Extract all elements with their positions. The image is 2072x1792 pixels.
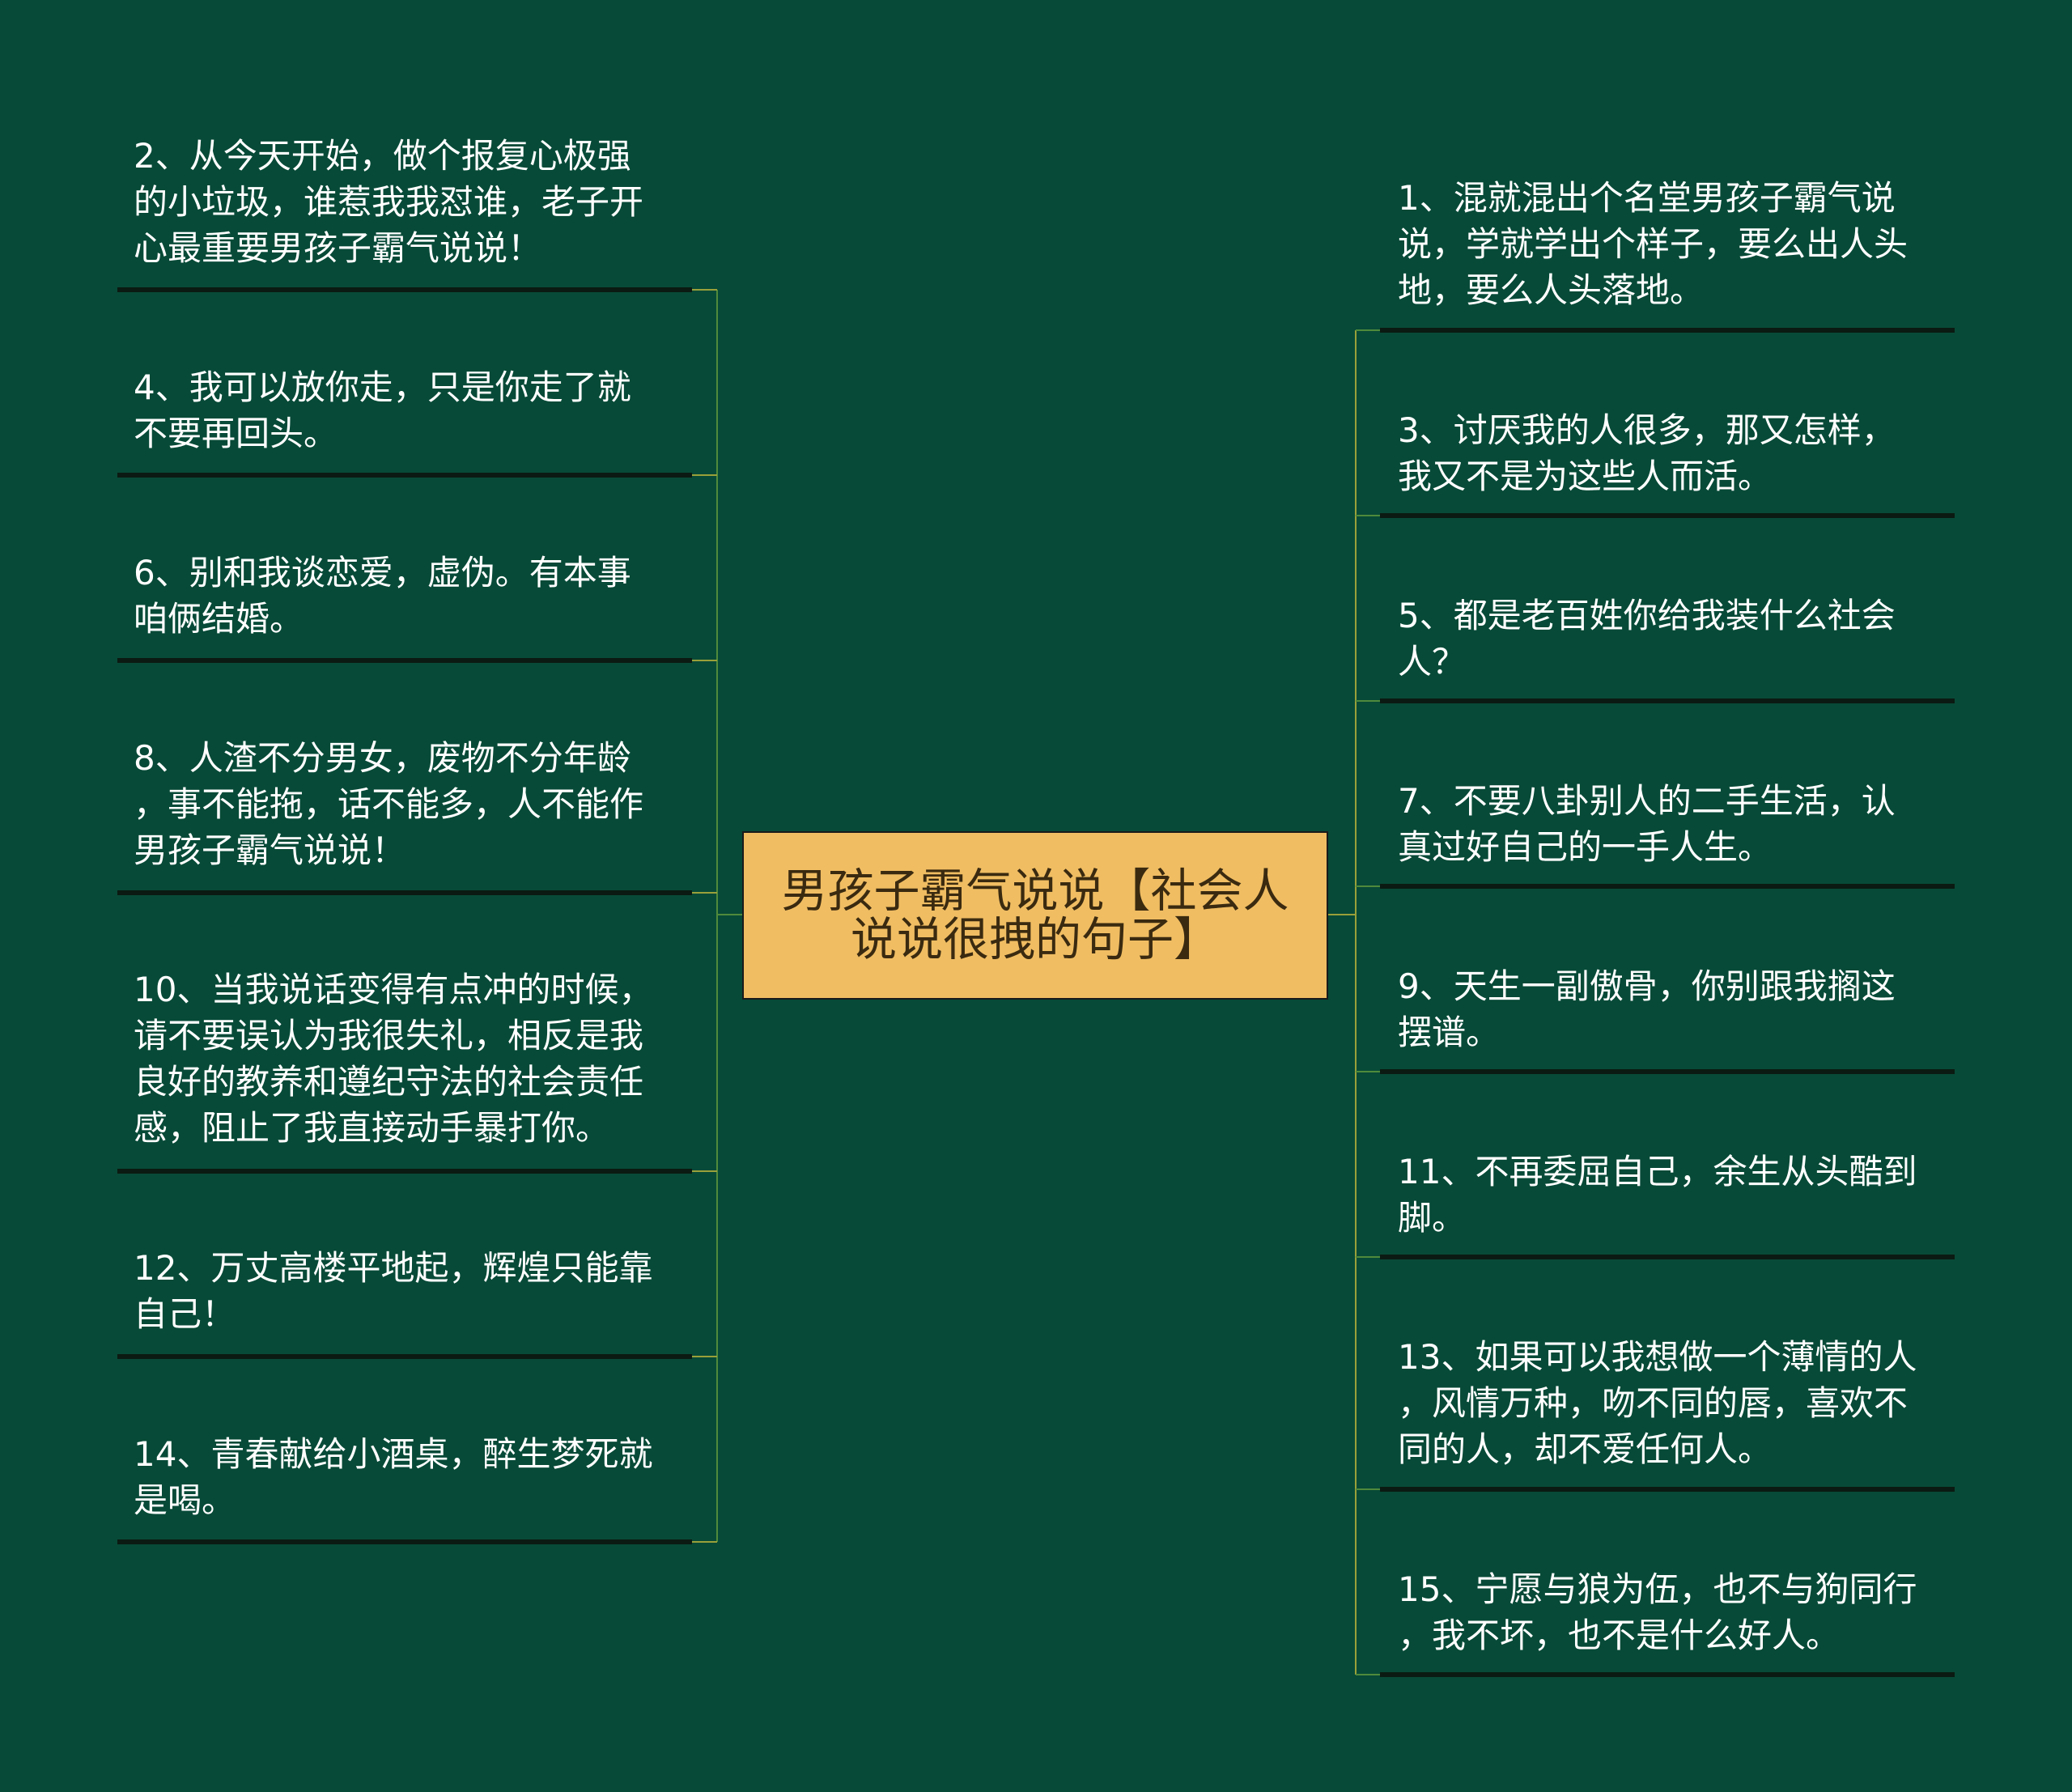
right-node-7[interactable]: 13、如果可以我想做一个薄情的人 ，风情万种，吻不同的唇，喜欢不 同的人，却不爱… <box>1398 1337 1917 1469</box>
right-node-6[interactable]: 11、不再委屈自己，余生从头酷到 脚。 <box>1398 1152 1917 1238</box>
right-trunk-line <box>1328 330 1357 1675</box>
right-node-4[interactable]: 7、不要八卦别人的二手生活，认 真过好自己的一手人生。 <box>1398 781 1896 867</box>
left-node-1[interactable]: 2、从今天开始，做个报复心极强 的小垃圾，谁惹我我怼谁，老子开 心最重要男孩子霸… <box>134 136 644 268</box>
central-topic[interactable]: 男孩子霸气说说【社会人 说说很拽的句子】 <box>742 831 1328 1000</box>
right-node-8[interactable]: 15、宁愿与狼为伍，也不与狗同行 ，我不坏，也不是什么好人。 <box>1398 1569 1917 1655</box>
right-node-5[interactable]: 9、天生一副傲骨，你别跟我搁这 摆谱。 <box>1398 966 1896 1052</box>
left-node-4[interactable]: 8、人渣不分男女，废物不分年龄 ，事不能拖，话不能多，人不能作 男孩子霸气说说！ <box>134 738 644 870</box>
right-node-2[interactable]: 3、讨厌我的人很多，那又怎样， 我又不是为这些人而活。 <box>1398 410 1896 496</box>
left-node-7[interactable]: 14、青春献给小酒桌，醉生梦死就 是喝。 <box>134 1434 653 1520</box>
right-node-1[interactable]: 1、混就混出个名堂男孩子霸气说 说，学就学出个样子，要么出人头 地，要么人头落地… <box>1398 178 1909 310</box>
right-node-3[interactable]: 5、都是老百姓你给我装什么社会 人？ <box>1398 596 1896 682</box>
left-trunk-line <box>716 290 742 1542</box>
left-node-3[interactable]: 6、别和我谈恋爱，虚伪。有本事 咱俩结婚。 <box>134 553 631 639</box>
left-node-6[interactable]: 12、万丈高楼平地起，辉煌只能靠 自己！ <box>134 1248 653 1334</box>
left-node-5[interactable]: 10、当我说话变得有点冲的时候， 请不要误认为我很失礼，相反是我 良好的教养和遵… <box>134 970 653 1148</box>
central-topic-title: 男孩子霸气说说【社会人 说说很拽的句子】 <box>781 864 1289 966</box>
left-node-2[interactable]: 4、我可以放你走，只是你走了就 不要再回头。 <box>134 367 631 453</box>
